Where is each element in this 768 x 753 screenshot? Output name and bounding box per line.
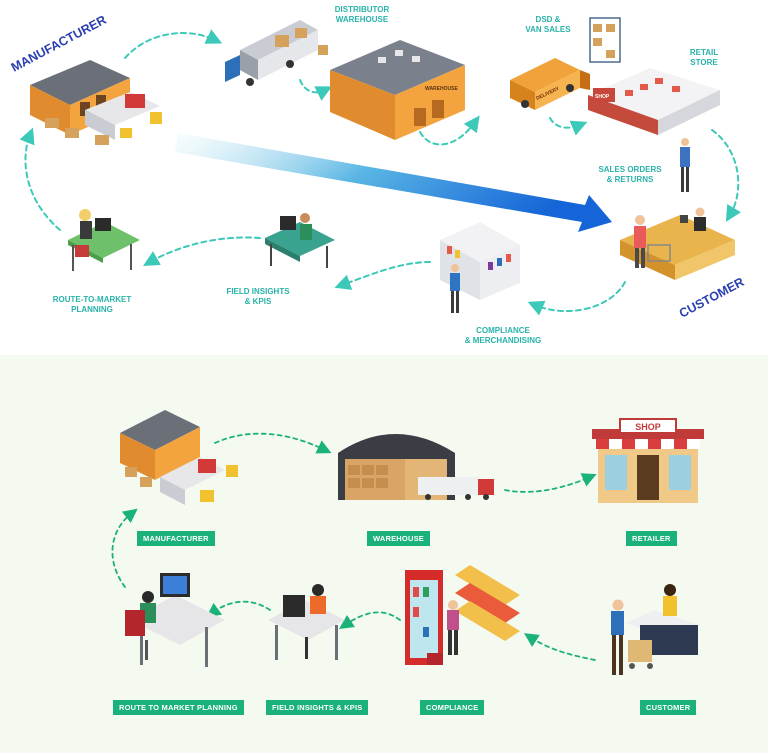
customer-checkout-illustration bbox=[620, 207, 735, 280]
main-flow-arrow bbox=[175, 133, 612, 232]
compliance-label-2: & MERCHANDISING bbox=[465, 336, 541, 345]
bottom-compliance-illustration bbox=[405, 565, 520, 665]
top-diagram-svg: WAREHOUSE DELIVERY SHOP bbox=[9, 5, 747, 345]
arrow-customer-to-compliance bbox=[523, 633, 596, 661]
retail-store-label-2: STORE bbox=[690, 58, 718, 67]
tag-field-insights-kpis: FIELD INSIGHTS & KPIS bbox=[266, 700, 369, 715]
arrow-truck-to-warehouse bbox=[299, 79, 333, 101]
retail-store-label-1: RETAIL bbox=[690, 48, 718, 57]
arrow-store-to-customer bbox=[711, 129, 741, 222]
bottom-manufacturer-illustration bbox=[120, 410, 238, 505]
tag-compliance: COMPLIANCE bbox=[420, 700, 485, 715]
shop-sign: SHOP bbox=[635, 422, 661, 432]
arrow-insights-to-planning bbox=[143, 236, 261, 266]
route-to-market-label-2: PLANNING bbox=[71, 305, 113, 314]
bottom-retailer-illustration: SHOP bbox=[592, 418, 704, 503]
distributor-warehouse-label-1: DISTRIBUTOR bbox=[335, 5, 390, 14]
arrow-customer-to-compliance bbox=[527, 281, 626, 316]
bottom-flow-diagram: SHOP bbox=[0, 355, 768, 753]
distributor-truck-illustration bbox=[225, 20, 328, 86]
warehouse-sign: WAREHOUSE bbox=[425, 86, 458, 92]
arrow-planning-to-manufacturer bbox=[19, 127, 61, 231]
arrow-compliance-to-insights bbox=[339, 611, 401, 629]
dsd-van-sales-label-1: DSD & bbox=[536, 15, 561, 24]
planning-desk-illustration bbox=[68, 209, 140, 271]
arrow-insights-to-planning bbox=[206, 600, 271, 618]
compliance-label-1: COMPLIANCE bbox=[476, 326, 530, 335]
tag-route-to-market-planning: ROUTE TO MARKET PLANNING bbox=[113, 700, 244, 715]
field-insights-desk-illustration bbox=[265, 213, 335, 268]
arrow-compliance-to-insights bbox=[334, 261, 431, 290]
field-insights-label-1: FIELD INSIGHTS bbox=[226, 287, 290, 296]
compliance-shelf-illustration bbox=[440, 222, 520, 313]
field-insights-label-2: & KPIS bbox=[245, 297, 272, 306]
arrow-planning-to-manufacturer bbox=[111, 508, 138, 588]
delivery-van-illustration: DELIVERY bbox=[510, 17, 621, 110]
bottom-planning-desk-illustration bbox=[125, 573, 225, 667]
sales-orders-label-1: SALES ORDERS bbox=[598, 165, 662, 174]
bottom-diagram-svg: SHOP bbox=[111, 410, 704, 675]
bottom-warehouse-illustration bbox=[338, 434, 494, 500]
manufacturer-factory-illustration bbox=[30, 60, 162, 145]
retail-store-illustration: SHOP bbox=[588, 68, 720, 135]
arrow-warehouse-to-retailer bbox=[504, 473, 597, 493]
arrow-warehouse-to-van bbox=[419, 115, 480, 146]
tag-retailer: RETAILER bbox=[626, 531, 677, 546]
bottom-field-insights-illustration bbox=[268, 584, 345, 660]
bottom-customer-illustration bbox=[611, 584, 700, 675]
dsd-van-sales-label-2: VAN SALES bbox=[525, 25, 571, 34]
store-sign: SHOP bbox=[595, 94, 610, 100]
distributor-warehouse-illustration: WAREHOUSE bbox=[330, 40, 465, 140]
customer-label: CUSTOMER bbox=[677, 275, 747, 321]
top-flow-diagram: WAREHOUSE DELIVERY SHOP bbox=[0, 0, 768, 355]
sales-orders-label-2: & RETURNS bbox=[607, 175, 654, 184]
arrow-manufacturer-to-warehouse bbox=[214, 432, 332, 454]
tag-manufacturer: MANUFACTURER bbox=[137, 531, 215, 546]
tag-warehouse: WAREHOUSE bbox=[367, 531, 430, 546]
arrow-van-to-store bbox=[549, 117, 588, 136]
arrow-manufacturer-to-distributor bbox=[124, 29, 223, 59]
route-to-market-label-1: ROUTE-TO-MARKET bbox=[53, 295, 132, 304]
distributor-warehouse-label-2: WAREHOUSE bbox=[336, 15, 389, 24]
sales-rep-person bbox=[680, 138, 690, 192]
tag-customer: CUSTOMER bbox=[640, 700, 697, 715]
